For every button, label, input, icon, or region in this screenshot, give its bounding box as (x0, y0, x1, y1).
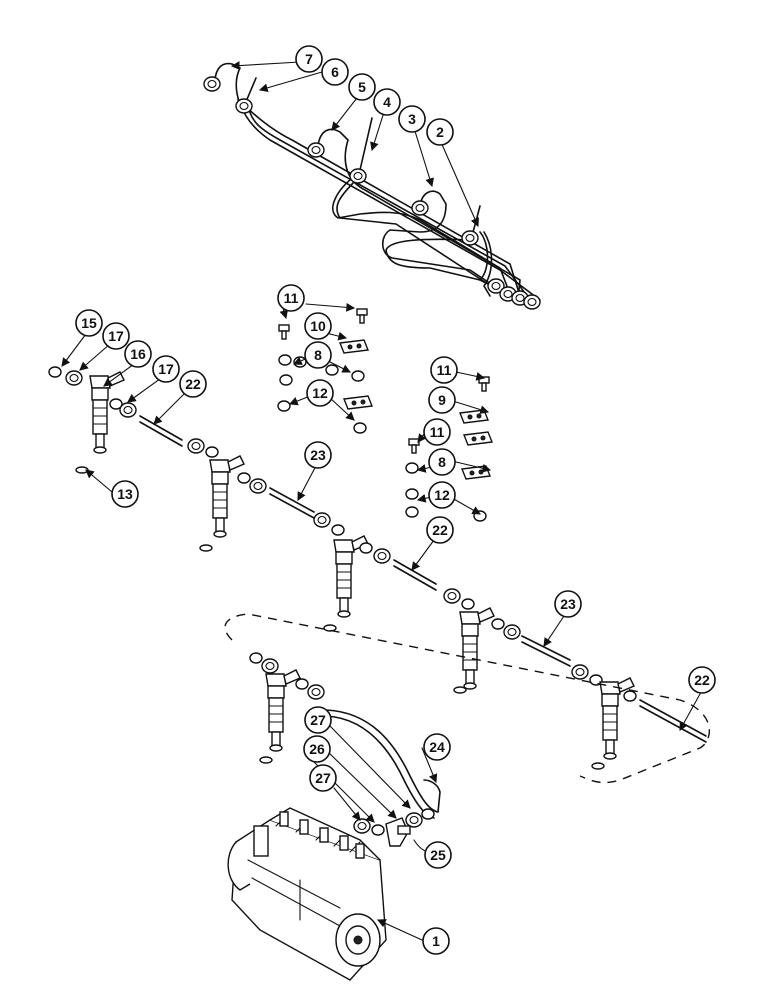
callout-10: 10 (304, 312, 332, 340)
svg-text:11: 11 (284, 290, 299, 306)
return-pipe-assembly (325, 709, 441, 847)
injector-leakoff-row (48, 366, 707, 770)
callout-17: 17 (102, 322, 130, 350)
svg-text:8: 8 (438, 454, 446, 470)
callout-22: 22 (179, 370, 207, 398)
svg-text:1: 1 (432, 933, 440, 949)
svg-text:27: 27 (310, 712, 326, 728)
callout-26: 26 (303, 735, 331, 763)
callout-9: 9 (428, 386, 456, 414)
callout-8b: 8 (428, 448, 456, 476)
svg-text:17: 17 (158, 361, 174, 377)
svg-text:16: 16 (130, 346, 146, 362)
dashed-continuation-line (224, 613, 711, 784)
svg-text:11: 11 (437, 362, 452, 378)
callout-23b: 23 (554, 590, 582, 618)
injection-pump (227, 807, 387, 981)
svg-text:22: 22 (694, 672, 710, 688)
callout-2: 2 (426, 118, 454, 146)
callout-27: 27 (304, 706, 332, 734)
callout-11: 11 (277, 284, 305, 312)
callout-24: 24 (423, 733, 451, 761)
svg-text:22: 22 (185, 376, 201, 392)
callout-3: 3 (398, 105, 426, 133)
callout-17b: 17 (152, 355, 180, 383)
callout-11c: 11 (423, 418, 451, 446)
callout-5: 5 (348, 73, 376, 101)
svg-text:27: 27 (315, 770, 331, 786)
callout-22c: 22 (688, 666, 716, 694)
callout-11b: 11 (430, 356, 458, 384)
svg-text:22: 22 (432, 522, 448, 538)
callout-12b: 12 (428, 481, 456, 509)
svg-text:4: 4 (383, 94, 391, 110)
svg-text:26: 26 (309, 741, 325, 757)
svg-text:8: 8 (314, 347, 322, 363)
svg-text:11: 11 (430, 424, 445, 440)
callout-8: 8 (304, 341, 332, 369)
callout-1: 1 (422, 927, 450, 955)
svg-text:12: 12 (434, 487, 450, 503)
svg-text:6: 6 (331, 64, 339, 80)
callout-6: 6 (321, 58, 349, 86)
svg-text:24: 24 (429, 739, 445, 755)
svg-text:23: 23 (310, 447, 326, 463)
svg-text:10: 10 (310, 318, 326, 334)
svg-text:13: 13 (117, 486, 133, 502)
svg-text:25: 25 (430, 847, 446, 863)
callout-7: 7 (295, 45, 323, 73)
callout-22b: 22 (426, 516, 454, 544)
callout-16: 16 (124, 340, 152, 368)
svg-text:15: 15 (81, 315, 97, 331)
svg-text:7: 7 (305, 51, 313, 67)
svg-text:9: 9 (438, 392, 446, 408)
svg-text:23: 23 (560, 596, 576, 612)
callout-13: 13 (111, 480, 139, 508)
svg-text:17: 17 (108, 328, 124, 344)
callout-4: 4 (373, 88, 401, 116)
svg-text:2: 2 (436, 124, 444, 140)
svg-text:12: 12 (312, 385, 328, 401)
leader-lines (61, 61, 701, 941)
callout-12: 12 (306, 379, 334, 407)
callout-27b: 27 (309, 764, 337, 792)
injection-pipe-bundle (203, 62, 541, 310)
callout-15: 15 (75, 309, 103, 337)
svg-text:3: 3 (408, 111, 416, 127)
callout-25: 25 (424, 841, 452, 869)
callout-23: 23 (304, 441, 332, 469)
svg-text:5: 5 (358, 79, 366, 95)
